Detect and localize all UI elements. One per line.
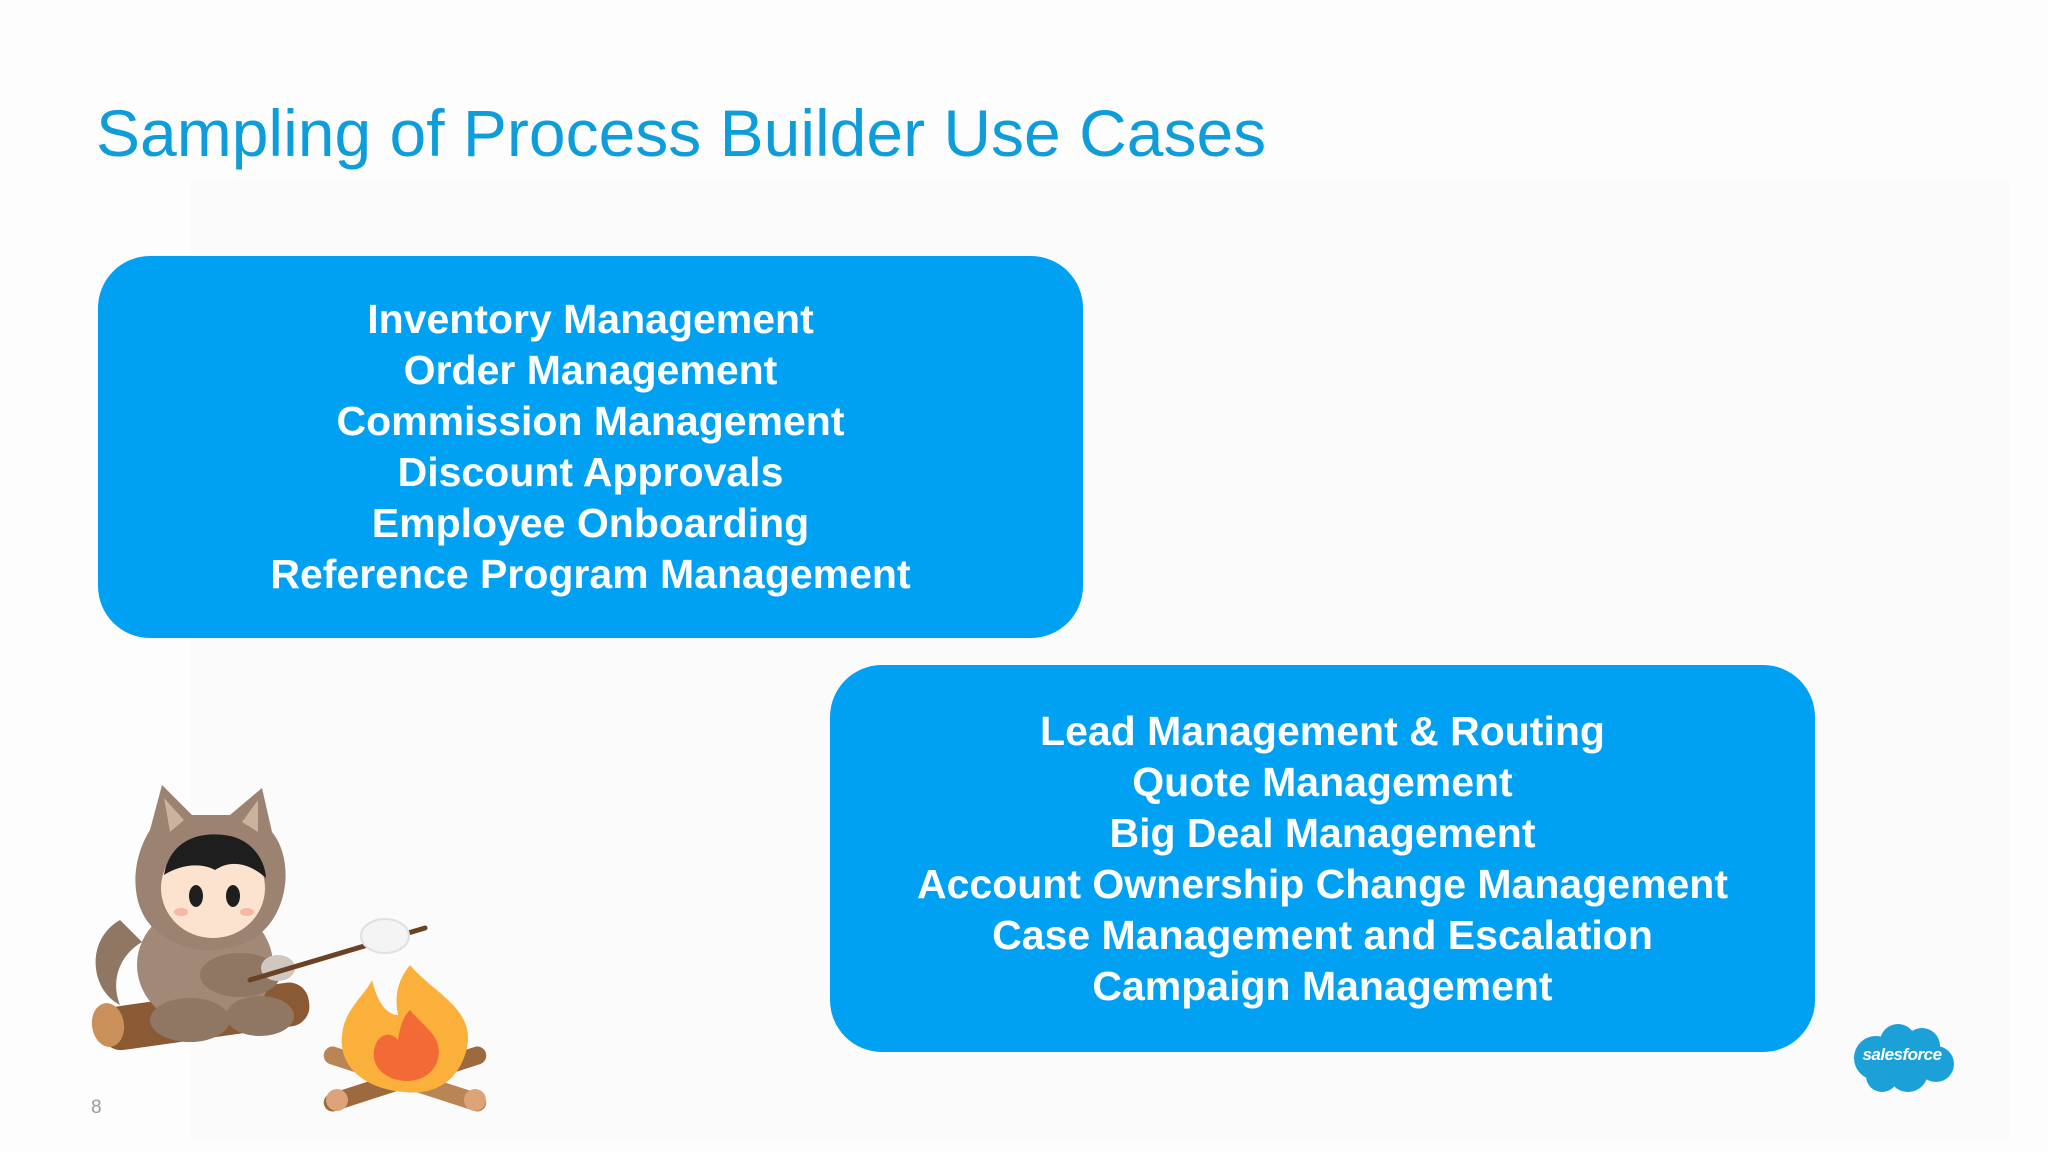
use-case-item: Account Ownership Change Management [917, 860, 1728, 907]
use-case-item: Quote Management [1132, 758, 1513, 805]
salesforce-cloud-icon [1854, 1024, 1954, 1092]
use-case-item: Case Management and Escalation [992, 911, 1653, 958]
campfire-icon [323, 965, 487, 1112]
slide-title: Sampling of Process Builder Use Cases [96, 96, 1267, 170]
use-case-box-primary: Inventory Management Order Management Co… [98, 256, 1083, 638]
use-case-item: Reference Program Management [270, 551, 911, 597]
use-case-item: Commission Management [336, 398, 845, 444]
use-case-item: Campaign Management [1092, 962, 1553, 1009]
use-case-item: Inventory Management [367, 296, 814, 342]
use-case-item: Employee Onboarding [371, 500, 810, 546]
page-number: 8 [91, 1097, 102, 1118]
marshmallow-icon [360, 918, 410, 954]
astro-campfire-illustration [91, 785, 487, 1112]
use-case-item: Discount Approvals [397, 449, 784, 495]
use-case-item: Order Management [403, 347, 778, 393]
use-case-box-secondary: Lead Management & Routing Quote Manageme… [830, 665, 1815, 1052]
use-case-item: Lead Management & Routing [1040, 707, 1605, 754]
salesforce-logo-text: salesforce [1862, 1045, 1942, 1064]
use-case-item: Big Deal Management [1109, 809, 1536, 856]
